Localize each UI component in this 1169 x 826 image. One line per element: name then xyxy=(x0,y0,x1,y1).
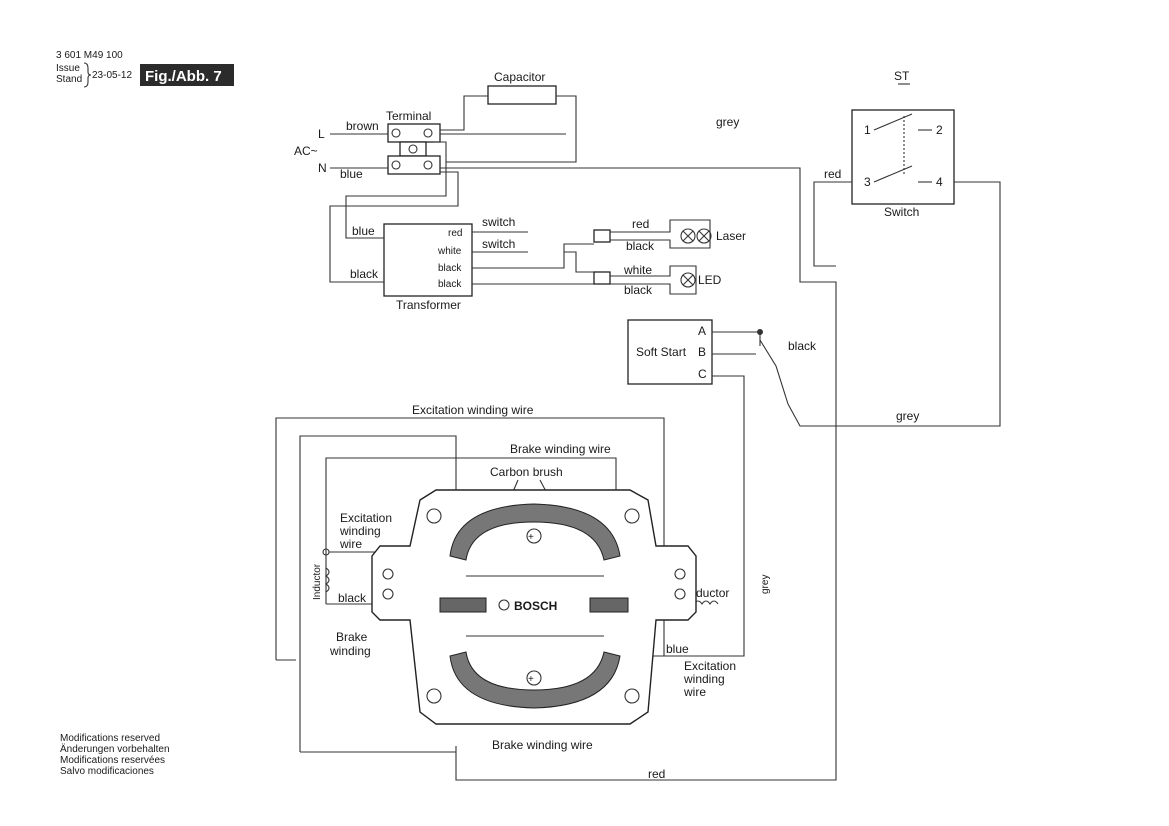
carbon-brush-left xyxy=(439,597,487,613)
svg-text:+: + xyxy=(528,532,534,543)
brake-left-2: winding xyxy=(329,644,371,658)
label-laser-black: black xyxy=(626,239,655,253)
label-led: LED xyxy=(698,273,722,287)
main-switch: ST 1 2 3 4 Switch xyxy=(851,69,955,219)
terminal-block: Terminal xyxy=(386,109,441,175)
label-red-switch: red xyxy=(824,167,841,181)
exc-right-2: winding xyxy=(683,672,725,686)
red-bottom: red xyxy=(648,767,665,781)
date: 23-05-12 xyxy=(92,70,132,81)
brake-left-1: Brake xyxy=(336,630,368,644)
footer-line-3: Modifications reservées xyxy=(60,755,165,766)
header: 3 601 M49 100 Issue Stand 23-05-12 Fig./… xyxy=(56,50,234,88)
exc-left-3: wire xyxy=(339,537,362,551)
label-l: L xyxy=(318,127,325,141)
pin-1: 1 xyxy=(864,123,871,137)
wire-blue-n: blue xyxy=(340,167,363,181)
t-red: red xyxy=(448,228,462,239)
inductor-right: Inductor xyxy=(686,586,729,600)
label-blue-trans: blue xyxy=(352,224,375,238)
label-laser-red: red xyxy=(632,217,649,231)
ss-a: A xyxy=(698,324,706,338)
label-laser: Laser xyxy=(716,229,746,243)
blue-right: blue xyxy=(666,642,689,656)
transformer-outputs: switch switch red black Laser white blac… xyxy=(472,215,746,297)
footer-line-1: Modifications reserved xyxy=(60,733,160,744)
soft-start: Soft Start A B C black grey xyxy=(622,319,919,657)
switch-st: ST xyxy=(894,69,910,83)
black-left: black xyxy=(338,591,367,605)
label-led-white: white xyxy=(623,263,652,277)
label-ss-grey: grey xyxy=(896,409,919,423)
label-switch-1: switch xyxy=(482,215,515,229)
capacitor: Capacitor xyxy=(440,70,577,163)
label-excitation-top: Excitation winding wire xyxy=(412,403,534,417)
ac-supply: L AC~ N brown blue xyxy=(294,119,388,181)
label-black-trans: black xyxy=(350,267,379,281)
label-switch-2: switch xyxy=(482,237,515,251)
pin-2: 2 xyxy=(936,123,943,137)
wire-grey-right xyxy=(787,181,1001,427)
label-n: N xyxy=(318,161,327,175)
capacitor-label: Capacitor xyxy=(494,70,545,84)
switch-label: Switch xyxy=(884,205,919,219)
exc-left-2: winding xyxy=(339,524,381,538)
brace xyxy=(83,62,92,88)
inductor-left: Inductor xyxy=(312,563,323,600)
t-white: white xyxy=(437,246,462,257)
label-grey-top: grey xyxy=(716,115,739,129)
svg-text:+: + xyxy=(528,674,534,685)
footer-notes: Modifications reserved Änderungen vorbeh… xyxy=(60,733,170,777)
label-carbon: Carbon brush xyxy=(490,465,563,479)
transformer-label: Transformer xyxy=(396,298,461,312)
pin-3: 3 xyxy=(864,175,871,189)
carbon-brush-right xyxy=(589,597,629,613)
motor-body: + + BOSCH xyxy=(371,489,697,725)
motor-wiring: Excitation winding wire Brake winding wi… xyxy=(275,403,771,781)
brand-logo: BOSCH xyxy=(514,599,557,613)
figure-label: Fig./Abb. 7 xyxy=(145,68,222,85)
stand-label: Stand xyxy=(56,74,82,85)
ss-b: B xyxy=(698,345,706,359)
issue-label: Issue xyxy=(56,63,80,74)
footer-line-4: Salvo modificaciones xyxy=(60,766,154,777)
exc-left-1: Excitation xyxy=(340,511,392,525)
label-brake-top: Brake winding wire xyxy=(510,442,611,456)
figure-badge: Fig./Abb. 7 xyxy=(140,64,234,86)
wire-red-loop xyxy=(440,167,837,781)
grey-vertical: grey xyxy=(760,575,771,594)
exc-right-3: wire xyxy=(683,685,706,699)
wire-brown: brown xyxy=(346,119,379,133)
t-black-1: black xyxy=(438,263,462,274)
transformer: Transformer red white black black blue b… xyxy=(329,141,473,312)
terminal-label: Terminal xyxy=(386,109,431,123)
pin-4: 4 xyxy=(936,175,943,189)
label-ss-black: black xyxy=(788,339,817,353)
soft-start-label: Soft Start xyxy=(636,345,687,359)
doc-number: 3 601 M49 100 xyxy=(56,50,123,61)
wire-red-switch xyxy=(813,181,852,267)
footer-line-2: Änderungen vorbehalten xyxy=(60,743,170,755)
label-led-black: black xyxy=(624,283,653,297)
t-black-2: black xyxy=(438,279,462,290)
exc-right-1: Excitation xyxy=(684,659,736,673)
brake-bottom: Brake winding wire xyxy=(492,738,593,752)
label-ac: AC~ xyxy=(294,144,318,158)
ss-c: C xyxy=(698,367,707,381)
